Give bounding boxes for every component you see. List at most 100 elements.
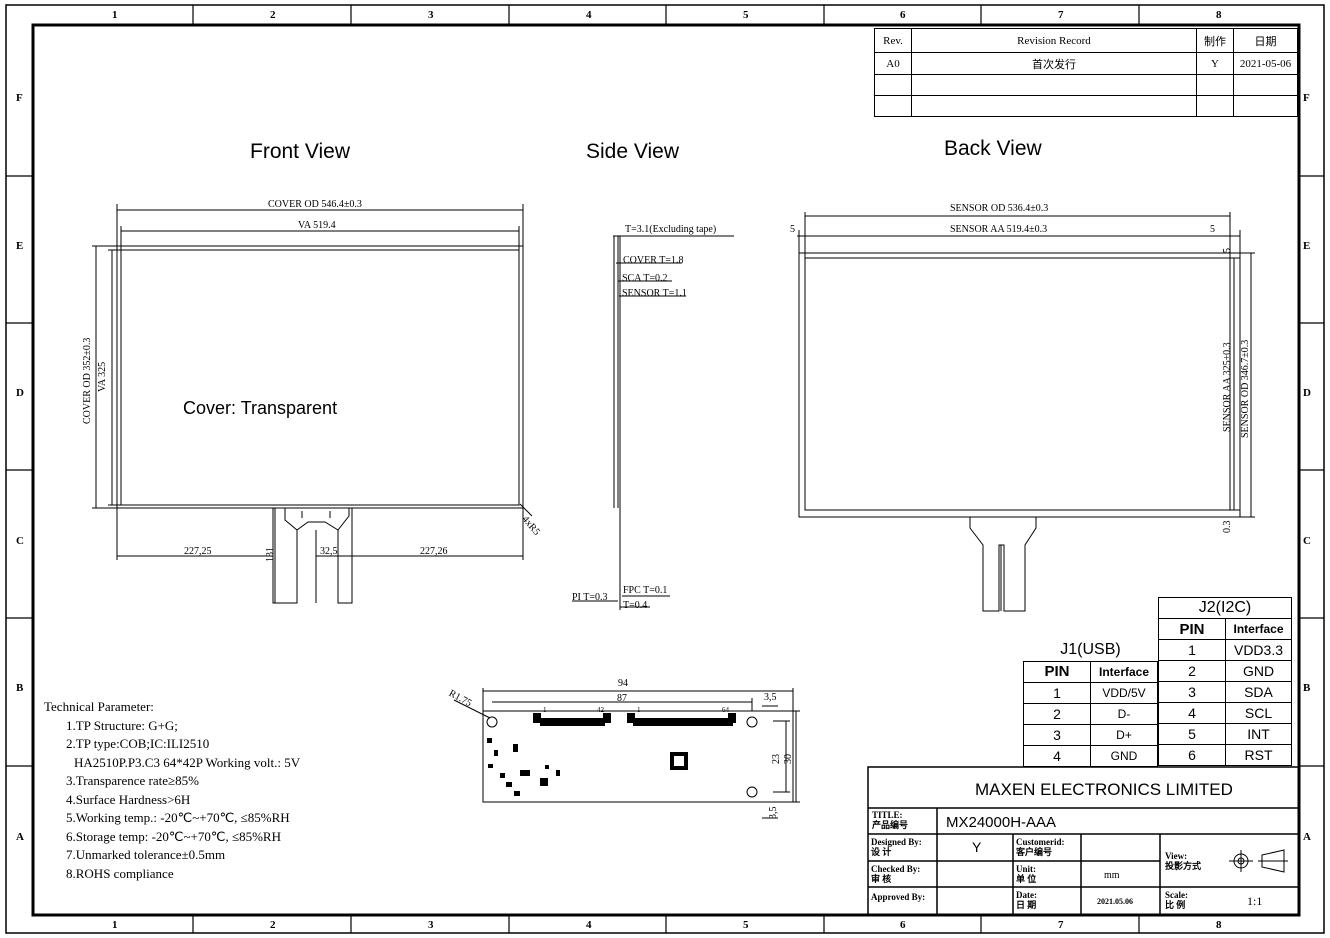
zone-col-1: 1 — [112, 9, 118, 21]
tech-line: 5.Working temp.: -20℃~+70℃, ≤85%RH — [66, 810, 290, 825]
date-value: 2021.05.06 — [1097, 897, 1133, 906]
tail-width-dim: 32,5 — [320, 546, 338, 557]
customerid-label: Customerid:客户编号 — [1016, 837, 1065, 857]
zone-col-7-bottom: 7 — [1058, 919, 1064, 931]
company-name: MAXEN ELECTRONICS LIMITED — [975, 780, 1233, 799]
view-label: View:投影方式 — [1165, 851, 1201, 871]
zone-col-8-bottom: 8 — [1216, 919, 1222, 931]
designed-label-en: Designed By: — [871, 837, 922, 847]
j2-pin-header: PIN — [1158, 618, 1226, 640]
total-thickness: T=3.1(Excluding tape) — [625, 224, 717, 235]
date-cell: 2021-05-06 — [1233, 52, 1298, 75]
left-offset-dim: 227,25 — [184, 546, 212, 557]
zone-col-3-bottom: 3 — [428, 919, 434, 931]
view-label-cn: 投影方式 — [1165, 861, 1202, 871]
tech-heading: Technical Parameter: — [44, 699, 154, 714]
zone-col-8: 8 — [1216, 9, 1222, 21]
zone-col-2: 2 — [270, 9, 276, 21]
date-label: Date:日 期 — [1016, 890, 1037, 910]
pcb-width-94: 94 — [618, 678, 628, 689]
tech-line: 4.Surface Hardness>6H — [66, 791, 191, 807]
left-margin-5: 5 — [790, 224, 795, 235]
zone-row-b: B — [16, 682, 24, 694]
j1-interface: D+ — [1090, 723, 1158, 746]
scale-label-cn: 比 例 — [1165, 900, 1186, 910]
tech-line: 6.Storage temp: -20℃~+70℃, ≤85%RH — [66, 828, 281, 844]
sensor-aa-width: SENSOR AA 519.4±0.3 — [950, 224, 1048, 235]
view-label-en: View: — [1165, 851, 1188, 861]
j2-interface: INT — [1225, 723, 1292, 745]
j1-interface: D- — [1090, 702, 1158, 725]
zone-col-4: 4 — [586, 9, 592, 21]
zone-col-6: 6 — [900, 9, 906, 21]
cover-transparent-label: Cover: Transparent — [183, 398, 338, 418]
cover-thickness: COVER T=1.8 — [623, 255, 684, 266]
right-offset-dim: 227,26 — [420, 546, 448, 557]
va-width: VA 519.4 — [298, 220, 336, 231]
tech-line: 8.ROHS compliance — [66, 865, 174, 881]
tech-line: 2.TP type:COB;IC:ILI2510 — [66, 736, 210, 751]
fpc-thickness: FPC T=0.1 — [623, 585, 668, 596]
sca-thickness: SCA T=0.2 — [622, 273, 668, 284]
date-label-cn: 日 期 — [1016, 900, 1037, 910]
zone-row-c: C — [16, 535, 24, 547]
side-view-title: Side View — [586, 140, 680, 163]
zone-row-e: E — [16, 240, 24, 252]
pcb-width-87: 87 — [617, 693, 627, 704]
zone-row-a-right: A — [1303, 831, 1311, 843]
j2-interface: SDA — [1225, 681, 1292, 703]
fpc-total-thickness: T=0.4 — [623, 600, 648, 611]
zone-col-7: 7 — [1058, 9, 1064, 21]
checked-label-cn: 审 核 — [871, 874, 892, 884]
tech-line: 7.Unmarked tolerance±0.5mm — [66, 847, 226, 862]
zone-row-d-right: D — [1303, 387, 1311, 399]
zone-row-f: F — [16, 92, 23, 104]
tech-line: 3.Transparence rate≥85% — [66, 773, 199, 788]
sensor-thickness: SENSOR T=1.1 — [622, 288, 687, 299]
approved-by-label: Approved By: — [871, 892, 926, 902]
connector-pin-1: 1 — [543, 706, 547, 714]
sensor-od-width: SENSOR OD 536.4±0.3 — [950, 203, 1049, 214]
customerid-label-en: Customerid: — [1016, 837, 1065, 847]
revision-table: Rev. Revision Record 制作 日期 A0 首次发行 Y 202… — [874, 28, 1298, 117]
date-header: 日期 — [1233, 28, 1298, 53]
zone-row-a: A — [16, 831, 24, 843]
title-label: TITLE:产品编号 — [872, 810, 908, 830]
zone-col-2-bottom: 2 — [270, 919, 276, 931]
zone-col-5-bottom: 5 — [743, 919, 749, 931]
unit-label-en: Unit: — [1016, 864, 1036, 874]
customerid-label-cn: 客户编号 — [1016, 847, 1053, 857]
j2-interface: GND — [1225, 660, 1292, 682]
connector-b-pin-64: 64 — [722, 706, 729, 714]
zone-row-b-right: B — [1303, 682, 1311, 694]
checked-by-label: Checked By:审 核 — [871, 864, 920, 884]
zone-col-3: 3 — [428, 9, 434, 21]
revision-record-header: Revision Record — [911, 28, 1197, 53]
zone-col-4-bottom: 4 — [586, 919, 592, 931]
j1-title: J1(USB) — [1023, 639, 1158, 662]
scale-value: 1:1 — [1247, 894, 1263, 908]
zone-row-c-right: C — [1303, 535, 1311, 547]
title-label-en: TITLE: — [872, 810, 903, 820]
j1-interface: VDD/5V — [1090, 681, 1158, 704]
j2-interface-header: Interface — [1225, 618, 1292, 640]
designed-by-value: Y — [972, 839, 982, 855]
unit-label: Unit:单 位 — [1016, 864, 1036, 884]
zone-col-1-bottom: 1 — [112, 919, 118, 931]
zone-row-d: D — [16, 387, 24, 399]
zone-row-f-right: F — [1303, 92, 1310, 104]
j2-interface: SCL — [1225, 702, 1292, 724]
empty-cell — [1233, 95, 1298, 117]
title-label-cn: 产品编号 — [872, 820, 909, 830]
unit-label-cn: 单 位 — [1016, 874, 1037, 884]
unit-value: mm — [1104, 870, 1120, 881]
designed-by-label: Designed By:设 计 — [871, 837, 922, 857]
scale-label-en: Scale: — [1165, 890, 1188, 900]
rev-header: Rev. — [874, 28, 912, 53]
zone-col-5: 5 — [743, 9, 749, 21]
